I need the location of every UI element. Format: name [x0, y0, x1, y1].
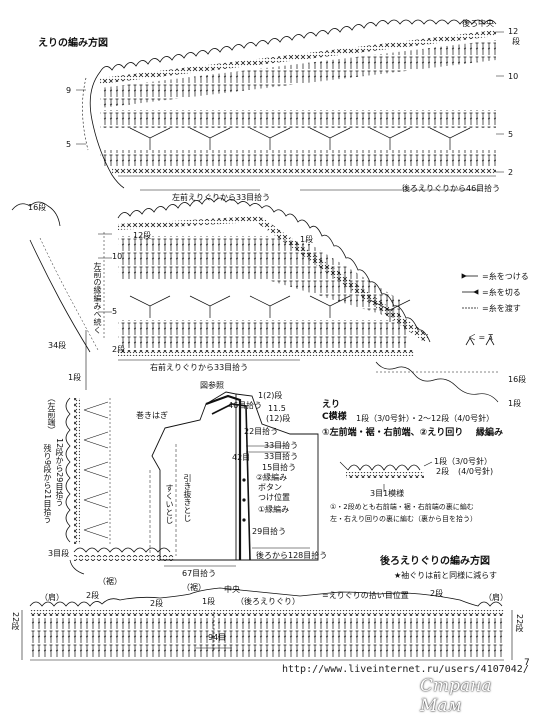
notes-note1: ①・2段めとも右前端・裾・右前端の裏に編む	[330, 503, 474, 511]
front-collar-chart	[98, 197, 499, 403]
front-row-5: 5	[112, 307, 118, 316]
side-row-1: 1段	[68, 373, 82, 382]
schematic-pickup-33b: 33目拾う	[264, 452, 299, 461]
schematic-border-a: ②縁編み	[256, 473, 288, 482]
notes-row2-hook: (4/0号針)	[458, 467, 494, 476]
side-row-1-right: 1段	[508, 399, 522, 408]
schematic-see: 図参照	[200, 381, 224, 390]
side-row-34: 34段	[48, 341, 67, 350]
front-note: 左前の縁編みへ続く	[93, 262, 102, 334]
side-row-16: 16段	[508, 375, 527, 384]
back-neck-row1: 1段	[202, 597, 216, 606]
notes-step1: ①左前端・裾・右前端、②えり回り	[322, 428, 464, 438]
schematic-row-115: 11.5	[268, 404, 286, 413]
collar-left-row-9: 9	[66, 86, 72, 95]
back-neck-row2b: 2段	[150, 599, 164, 608]
legend-glyphs	[461, 273, 495, 346]
back-neck-note: ★袖ぐりは前と同様に減らす	[394, 571, 498, 580]
side-row-3: 3目段	[48, 549, 70, 558]
side-left-front: （左前端）	[47, 394, 56, 434]
back-neck-title: 後ろえりぐりの編み方図	[380, 556, 490, 567]
front-row-2: 2段	[112, 345, 126, 354]
front-pickup: 右前えりぐりから33目拾う	[150, 363, 249, 372]
notes-note2: 左・右えり回りの裏に編む（裏から目を拾う）	[330, 515, 477, 523]
collar-chart	[76, 19, 504, 191]
schematic-pick-67: 67目拾う	[182, 569, 217, 578]
legend-cut: =糸を切る	[482, 288, 521, 297]
front-row-10: 10	[112, 252, 123, 261]
notes-eri: えり	[322, 400, 341, 410]
notes-pattern-rows: 1段（3/0号針）・2～12段（4/0号針）	[356, 414, 495, 423]
collar-row-10: 10	[508, 72, 519, 81]
schematic-straight: すくいとじ	[165, 484, 174, 524]
schematic-button: ボタン	[258, 483, 282, 492]
schematic-row-r: 1(2)段	[258, 391, 283, 400]
collar-dan-12: 段	[512, 37, 520, 46]
back-neck-shoulder-r: （肩）	[484, 593, 508, 602]
schematic-pickup-42: 42目	[232, 453, 251, 462]
schematic-button-pos: つけ位置	[258, 493, 290, 502]
notes-row2: 2段	[436, 467, 450, 476]
collar-title: えりの編み方図	[38, 38, 108, 49]
page-number: 7	[524, 658, 530, 668]
notes-pattern: C模様	[322, 412, 347, 422]
collar-left-row-5: 5	[66, 140, 72, 149]
legend-attach: =糸をつける	[482, 272, 529, 281]
schematic-wrap: 巻きはぎ	[136, 411, 168, 420]
schematic-hem: （裾）	[182, 583, 206, 592]
collar-row-12: 12	[508, 27, 519, 36]
schematic-draw: 引き抜きとじ	[183, 474, 192, 522]
schematic-pick-29: 29目拾う	[252, 527, 287, 536]
back-neck-pick-note: =えりぐりの拾い目位置	[322, 591, 409, 600]
source-url: http://www.liveinternet.ru/users/4107042…	[282, 664, 529, 675]
back-neck-shoulder-l: （肩）	[40, 593, 64, 602]
watermark: Страна Мам	[420, 676, 492, 716]
back-neck-right-22: 22段	[515, 614, 524, 633]
legend-pass: =糸を渡す	[482, 304, 521, 313]
schematic-pickup-46: 46目拾う	[228, 401, 263, 410]
edging-sample	[339, 461, 433, 492]
side-count2: 残り9段から21目拾う	[43, 444, 52, 524]
schematic-pickup-15: 15目拾う	[262, 463, 297, 472]
side-count: 12段から29目拾う	[55, 438, 64, 507]
back-neck-center: 中央	[224, 585, 240, 594]
schematic-pick-back: 後ろから128目拾う	[256, 551, 328, 560]
schematic-row-12: (12)段	[266, 414, 291, 423]
schematic-pickup-22: 22目拾う	[244, 427, 279, 436]
back-neck-row2a: 2段	[86, 591, 100, 600]
notes-row1-hook: 1段（3/0号針）	[434, 457, 492, 466]
legend-symbol: ＜ = ⊼	[468, 333, 494, 342]
collar-row-2: 2	[508, 168, 514, 177]
collar-row-16: 16段	[28, 203, 47, 212]
notes-chain3: 3目1模様	[370, 489, 405, 498]
cardigan-schematic	[149, 391, 319, 567]
back-neck-chart	[21, 587, 513, 661]
back-neck-row2c: 2段	[430, 589, 444, 598]
back-neck-label: （後ろえりぐり）	[236, 597, 300, 606]
schematic-border-b: ①縁編み	[258, 505, 290, 514]
left-front-edging	[11, 201, 174, 575]
schematic-pickup-33a: 33目拾う	[264, 441, 299, 450]
crochet-diagram	[11, 19, 513, 661]
side-hem: （裾）	[98, 577, 122, 586]
back-neck-count-94: 94目	[208, 633, 227, 642]
back-neck-left-22: 22段	[11, 612, 20, 631]
notes-border: 縁編み	[476, 428, 504, 438]
back-center-label: 後ろ中央	[462, 19, 494, 28]
front-row-12: 12段	[133, 231, 152, 240]
collar-row-5: 5	[508, 130, 514, 139]
collar-pickup-right: 後ろえりぐりから46目拾う	[402, 184, 501, 193]
front-row-1: 1段	[300, 235, 314, 244]
collar-pickup-left: 左前えりぐりから33目拾う	[172, 193, 271, 202]
